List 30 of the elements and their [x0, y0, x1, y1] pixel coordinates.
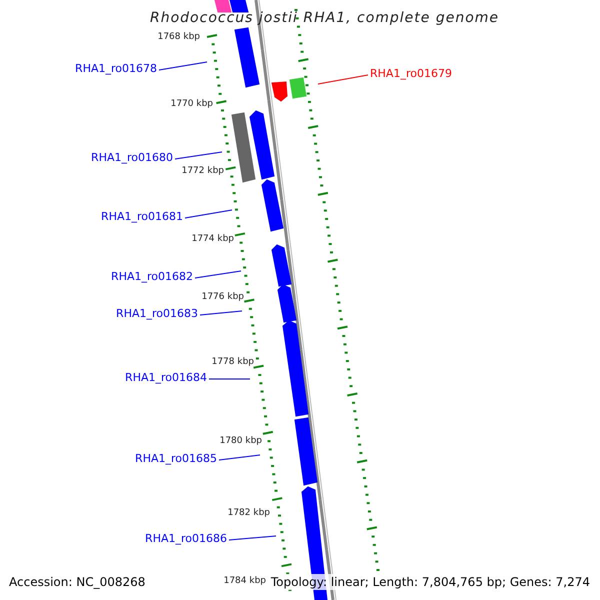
gene-label: RHA1_ro01685 — [135, 451, 217, 467]
position-label: 1770 kbp — [170, 98, 213, 110]
gene-label: RHA1_ro01681 — [101, 209, 183, 225]
leader-line — [218, 454, 260, 460]
leader-line — [158, 62, 208, 70]
leader-line — [318, 74, 368, 84]
footer-text: Accession: NC_008268 — [9, 574, 146, 590]
footer-text: Topology: linear; Length: 7,804,765 bp; Genes: 7,274 — [270, 574, 590, 590]
gene-label: RHA1_ro01679 — [370, 66, 452, 82]
position-label: 1772 kbp — [182, 165, 224, 177]
title: Rhodococcus jostii RHA1, complete genome — [150, 9, 500, 28]
leader-line — [228, 536, 276, 540]
gene-label: RHA1_ro01682 — [111, 269, 193, 285]
leader-line — [194, 270, 242, 278]
leader-line — [208, 378, 250, 380]
position-label: 1776 kbp — [202, 291, 244, 303]
gene-label: RHA1_ro01680 — [91, 150, 173, 166]
leader-line — [184, 210, 232, 218]
gene-label: RHA1_ro01683 — [116, 306, 198, 322]
leader-line — [174, 152, 222, 160]
position-label: 1778 kbp — [212, 356, 254, 368]
gene-label: RHA1_ro01678 — [75, 61, 157, 77]
gene-label: RHA1_ro01684 — [125, 370, 207, 386]
position-label: 1782 kbp — [228, 507, 270, 519]
position-label: 1780 kbp — [220, 435, 262, 447]
position-label: 1784 kbp — [224, 575, 266, 587]
leader-line — [200, 310, 242, 316]
position-label: 1774 kbp — [192, 233, 234, 245]
gene-label: RHA1_ro01686 — [145, 531, 227, 547]
position-label: 1768 kbp — [158, 31, 200, 43]
